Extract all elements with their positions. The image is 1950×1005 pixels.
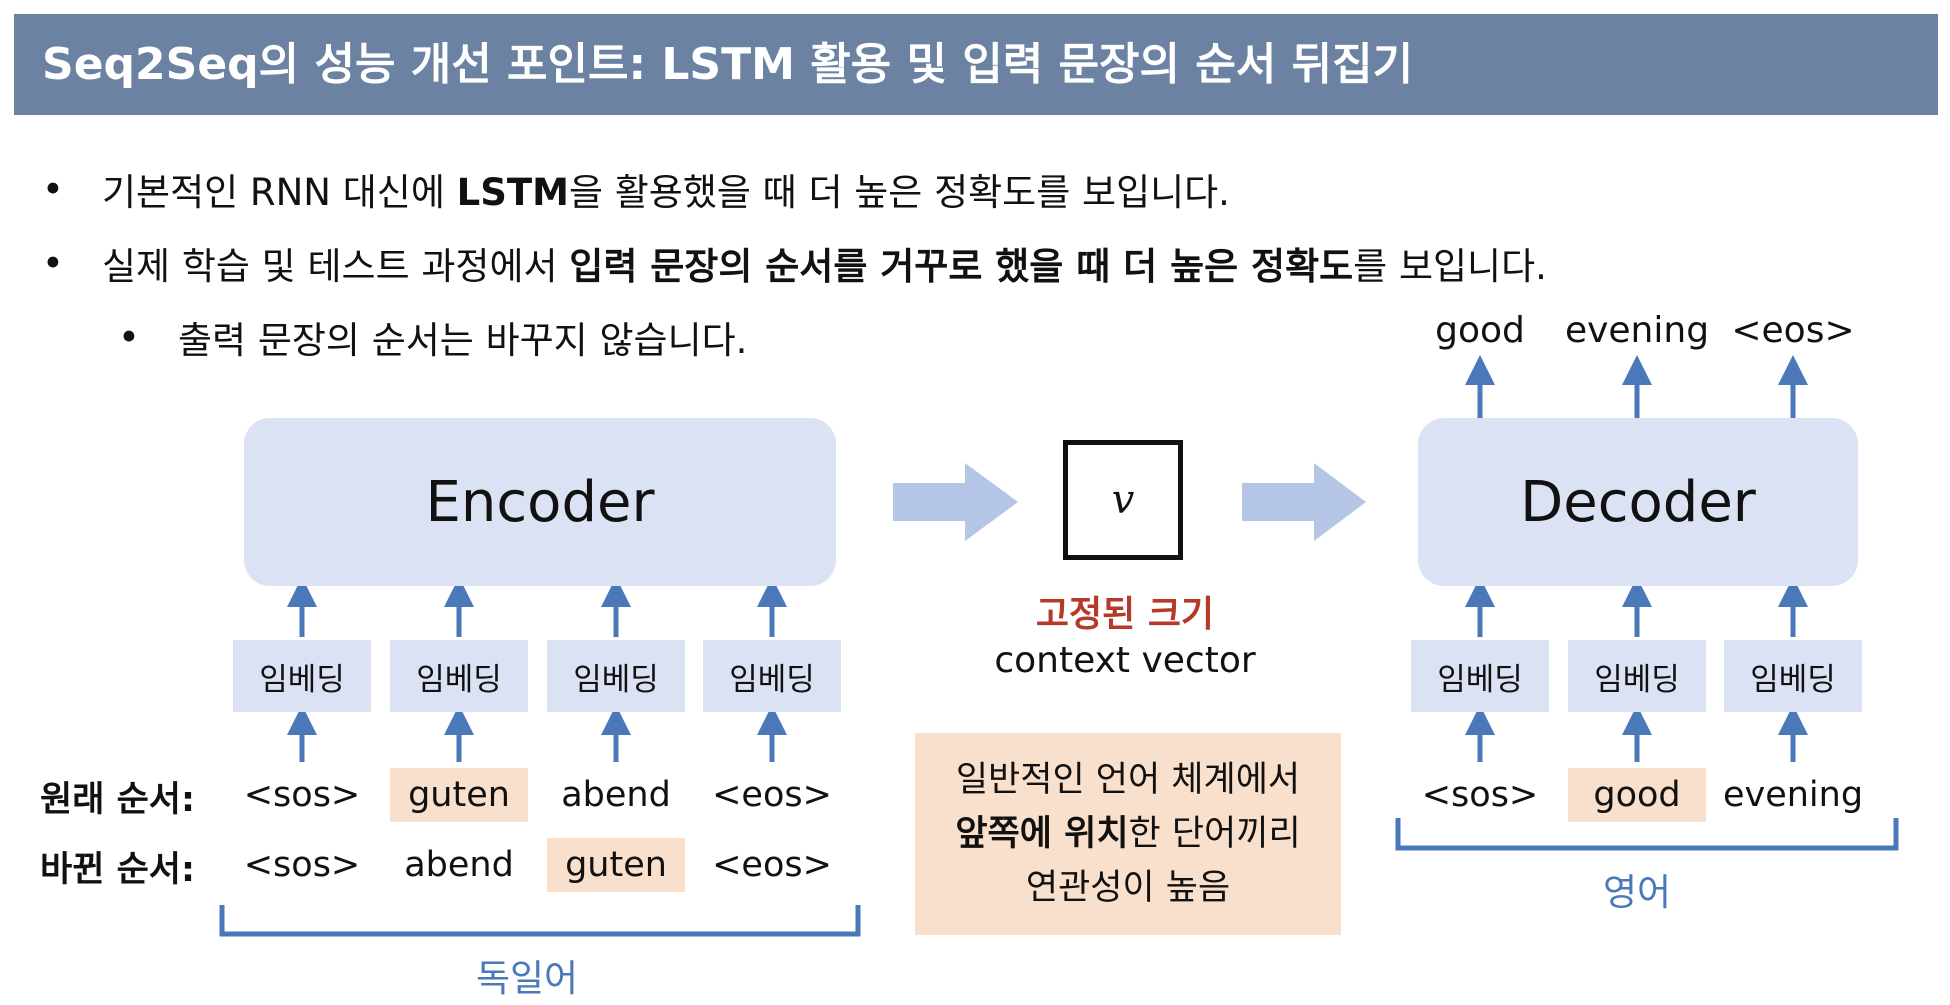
bullet-3: 출력 문장의 순서는 바꾸지 않습니다. [178,319,748,362]
bullet-2-post: 를 보입니다. [1353,245,1547,288]
note-box: 일반적인 언어 체계에서 앞쪽에 위치한 단어끼리 연관성이 높음 [915,733,1341,935]
decoder-input-2: good [1568,768,1706,822]
note-line-2-rest: 한 단어끼리 [1128,814,1301,854]
decoder-output-3: <eos> [1731,310,1855,351]
encoder-embedding-4: 임베딩 [703,640,841,712]
reversed-order-label: 바뀐 순서: [40,850,195,890]
decoder-embedding-3: 임베딩 [1724,640,1862,712]
reversed-token-3: guten [547,838,685,892]
bullet-2-bold: 입력 문장의 순서를 거꾸로 했을 때 더 높은 정확도 [569,245,1354,288]
note-line-1: 일반적인 언어 체계에서 [955,760,1301,800]
title-bar: Seq2Seq의 성능 개선 포인트: LSTM 활용 및 입력 문장의 순서 … [14,14,1938,115]
reversed-token-4: <eos> [712,845,832,885]
original-token-3: abend [561,775,671,815]
encoder-box: Encoder [244,418,836,586]
fixed-size-label: 고정된 크기 [1035,594,1215,635]
bullet-1-post: 을 활용했을 때 더 높은 정확도를 보입니다. [568,171,1230,214]
bullet-1-bold: LSTM [456,171,569,214]
note-line-3: 연관성이 높음 [1025,868,1231,908]
context-vector-label: context vector [994,640,1256,681]
decoder-embedding-2: 임베딩 [1568,640,1706,712]
decoder-output-2: evening [1564,310,1710,351]
decoder-embedding-1: 임베딩 [1411,640,1549,712]
german-label: 독일어 [475,957,579,1000]
original-token-1: <sos> [243,775,361,815]
bullet-2: 실제 학습 및 테스트 과정에서 입력 문장의 순서를 거꾸로 했을 때 더 높… [102,236,1547,290]
reversed-token-2: abend [404,845,514,885]
original-token-2: guten [390,768,528,822]
bullet-dot-3: • [118,316,140,359]
bullet-1-pre: 기본적인 RNN 대신에 [102,171,457,214]
decoder-box: Decoder [1418,418,1858,586]
page-title: Seq2Seq의 성능 개선 포인트: LSTM 활용 및 입력 문장의 순서 … [42,39,1414,90]
context-vector-box: v [1063,440,1183,560]
bullet-dot-2: • [42,242,64,285]
encoder-embedding-2: 임베딩 [390,640,528,712]
bullet-2-pre: 실제 학습 및 테스트 과정에서 [102,245,570,288]
bullet-dot-1: • [42,168,64,211]
encoder-embedding-1: 임베딩 [233,640,371,712]
decoder-label: Decoder [1520,469,1756,535]
decoder-input-3: evening [1722,775,1864,815]
decoder-output-1: good [1435,310,1525,351]
bullet-1: 기본적인 RNN 대신에 LSTM을 활용했을 때 더 높은 정확도를 보입니다… [102,162,1230,216]
decoder-input-1: <sos> [1421,775,1539,815]
note-line-2: 앞쪽에 위치한 단어끼리 [915,807,1341,861]
reversed-token-1: <sos> [243,845,361,885]
english-label: 영어 [1602,871,1672,914]
original-order-label: 원래 순서: [40,780,195,820]
note-line-2-bold: 앞쪽에 위치 [955,814,1129,854]
original-token-4: <eos> [712,775,832,815]
encoder-label: Encoder [425,469,655,535]
encoder-embedding-3: 임베딩 [547,640,685,712]
